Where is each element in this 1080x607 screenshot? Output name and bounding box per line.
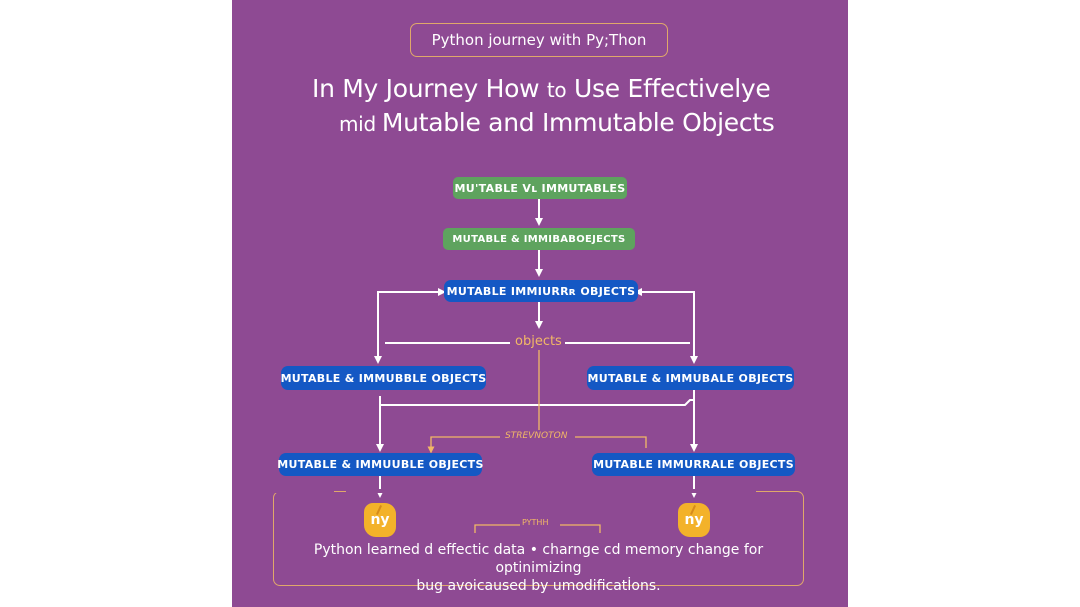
node-label: MU'TABLE Vʟ IMMUTABLES bbox=[454, 181, 626, 195]
node-label: MUTABLE IMMIURRʀ OBJECTS bbox=[446, 284, 636, 298]
node-label: MUTABLE & IMMIBABOEJECTS bbox=[452, 233, 626, 245]
python-icon-label: ny bbox=[370, 512, 390, 528]
summary-line-2: bug avoicaused by umodificatİons. bbox=[416, 578, 661, 594]
node-label: MUTABLE & IMMUBBLE OBJECTS bbox=[280, 371, 487, 385]
objects-label: objects bbox=[515, 334, 562, 349]
strength-label: STREVNOTON bbox=[505, 431, 568, 441]
title-part-small: mid bbox=[339, 112, 382, 136]
node-label: MUTABLE & IMMUUBLE OBJECTS bbox=[277, 458, 484, 471]
box-gap-left bbox=[272, 489, 334, 493]
python-small-label: PYTHH bbox=[522, 518, 549, 527]
node-label: MUTABLE IMMURRALE OBJECTS bbox=[593, 458, 794, 471]
python-icon-label: ny bbox=[684, 512, 704, 528]
subtitle-pill: Python journey with Py;Thon bbox=[410, 23, 668, 57]
node-mid-left[interactable]: MUTABLE & IMMUBBLE OBJECTS bbox=[281, 366, 486, 390]
title-line-2: mid Mutable and Immutable Objects bbox=[232, 108, 848, 137]
node-mid-right[interactable]: MUTABLE & IMMUBALE OBJECTS bbox=[587, 366, 794, 390]
node-low-right[interactable]: MUTABLE IMMURRALE OBJECTS bbox=[592, 453, 795, 476]
title-part: Mutable and Immutable Objects bbox=[381, 108, 775, 137]
node-mutable-vs-immutable[interactable]: MU'TABLE Vʟ IMMUTABLES bbox=[453, 177, 627, 199]
title-part: Use Effectivelye bbox=[566, 74, 771, 103]
node-mutable-immutable-objects-green[interactable]: MUTABLE & IMMIBABOEJECTS bbox=[443, 228, 635, 250]
summary-text: Python learned d effectic data • charnge… bbox=[273, 541, 804, 595]
subtitle-pill-label: Python journey with Py;Thon bbox=[431, 31, 647, 49]
node-low-left[interactable]: MUTABLE & IMMUUBLE OBJECTS bbox=[277, 453, 484, 476]
node-center-objects[interactable]: MUTABLE IMMIURRʀ OBJECTS bbox=[444, 280, 638, 302]
node-label: MUTABLE & IMMUBALE OBJECTS bbox=[587, 371, 794, 385]
summary-line-1: Python learned d effectic data • charnge… bbox=[313, 542, 764, 576]
box-gap-center bbox=[346, 489, 756, 493]
python-icon-right: ny bbox=[678, 503, 710, 537]
python-icon-left: ny bbox=[364, 503, 396, 537]
title-part: In My Journey How bbox=[312, 74, 547, 103]
poster-panel bbox=[232, 0, 848, 607]
title-line-1: In My Journey How to Use Effectivelye bbox=[232, 74, 848, 103]
title-part-small: to bbox=[546, 78, 567, 102]
